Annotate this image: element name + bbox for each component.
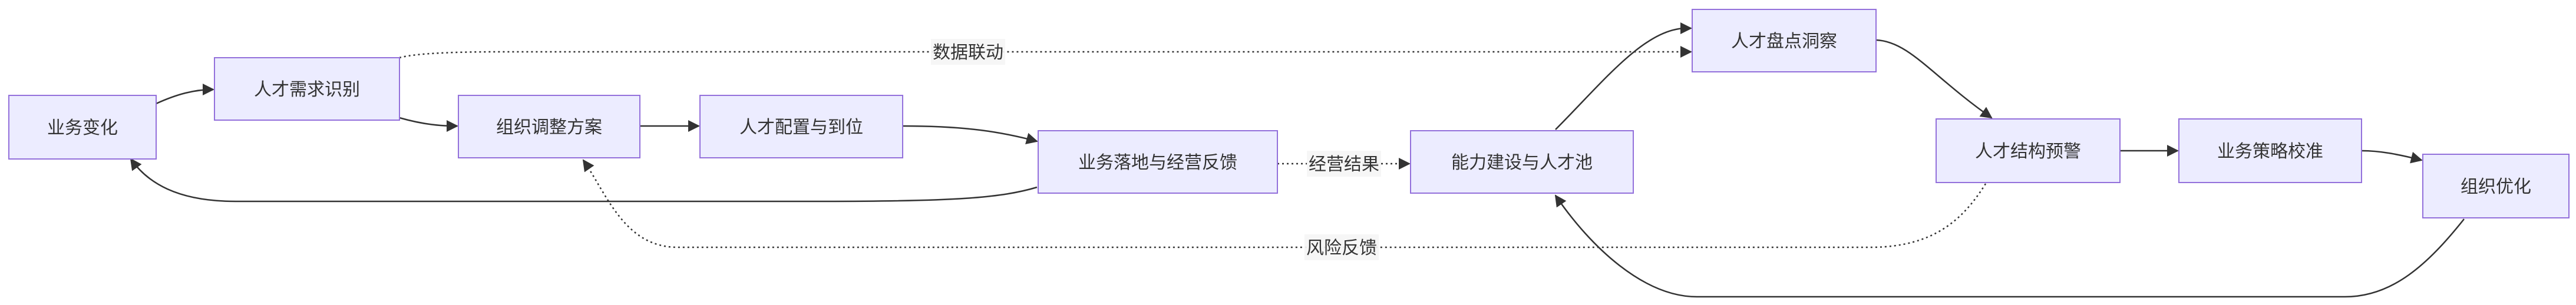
edge-demand-to-org-plan <box>399 117 458 132</box>
node-talent-inventory-insight-label: 人才盘点洞察 <box>1731 31 1837 52</box>
edge-inventory-to-warning <box>1875 39 1993 119</box>
edge-calibration-to-org-optimization <box>2361 150 2423 164</box>
node-org-adjustment-plan-label: 组织调整方案 <box>496 117 602 138</box>
node-talent-demand-identification-label: 人才需求识别 <box>254 79 360 100</box>
edge-implementation-to-business-change <box>130 158 1038 203</box>
edge-capability-to-inventory <box>1555 22 1692 130</box>
node-business-strategy-calibration: 业务策略校准 <box>2178 118 2362 183</box>
node-talent-structure-warning-label: 人才结构预警 <box>1975 141 2081 162</box>
edge-org-optimization-to-capability <box>1554 194 2465 298</box>
edge-warning-to-org-plan <box>582 159 1987 248</box>
node-talent-allocation-label: 人才配置与到位 <box>739 117 863 138</box>
edge-demand-to-inventory <box>399 46 1692 59</box>
edge-label-operating-results: 经营结果 <box>1307 151 1381 177</box>
edge-labels: 数据联动 经营结果 风险反馈 <box>931 39 1381 260</box>
node-business-change: 业务变化 <box>8 95 157 160</box>
node-talent-inventory-insight: 人才盘点洞察 <box>1692 9 1877 72</box>
edge-business-change-to-demand <box>156 84 214 105</box>
node-business-implementation-feedback-label: 业务落地与经营反馈 <box>1078 152 1237 173</box>
node-talent-demand-identification: 人才需求识别 <box>214 57 400 121</box>
edge-label-operating-results-text: 经营结果 <box>1309 154 1379 175</box>
edge-label-data-link-text: 数据联动 <box>933 42 1003 63</box>
node-talent-allocation: 人才配置与到位 <box>699 95 903 158</box>
node-business-strategy-calibration-label: 业务策略校准 <box>2217 141 2323 162</box>
edge-label-risk-feedback: 风险反馈 <box>1304 234 1379 260</box>
node-org-optimization: 组织优化 <box>2422 154 2570 218</box>
node-capability-building-talent-pool-label: 能力建设与人才池 <box>1451 152 1593 173</box>
node-business-implementation-feedback: 业务落地与经营反馈 <box>1038 130 1278 194</box>
node-business-change-label: 业务变化 <box>47 118 118 138</box>
node-org-adjustment-plan: 组织调整方案 <box>458 95 640 158</box>
node-org-optimization-label: 组织优化 <box>2461 177 2531 197</box>
nodes: 业务变化 人才需求识别 组织调整方案 人才配置与到位 业务落地与经营反馈 能力建… <box>8 9 2570 218</box>
edge-allocation-to-implementation <box>902 125 1038 145</box>
node-talent-structure-warning: 人才结构预警 <box>1936 118 2121 183</box>
node-capability-building-talent-pool: 能力建设与人才池 <box>1410 130 1634 194</box>
edge-label-risk-feedback-text: 风险反馈 <box>1306 238 1377 258</box>
edge-label-data-link: 数据联动 <box>931 39 1005 65</box>
